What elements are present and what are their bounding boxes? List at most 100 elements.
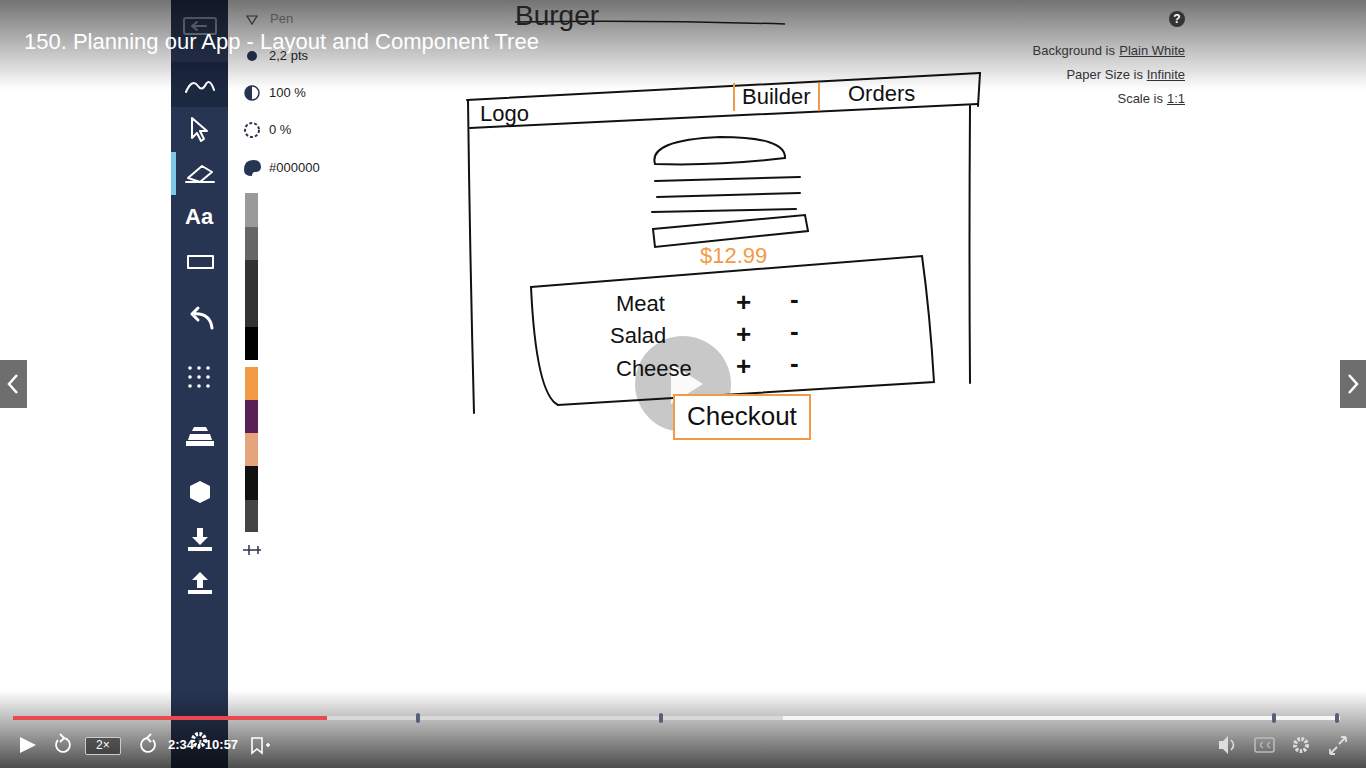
text-tool-icon: Aa: [185, 204, 213, 229]
burger-layer: [655, 177, 800, 181]
tool-indicator: [171, 152, 176, 195]
box-text: Logo: [480, 101, 529, 126]
settings-icon: [1295, 739, 1307, 751]
progress-track: [13, 716, 1340, 720]
smoothing-icon: [245, 123, 259, 137]
box-text: Checkout: [687, 402, 797, 432]
box-outline-path: [531, 256, 934, 405]
tool-name: Pen: [270, 12, 293, 27]
grid-dot: [188, 384, 192, 388]
setting-name: Scale is: [1117, 92, 1163, 107]
swatch: [245, 327, 258, 360]
grid-dot: [197, 384, 201, 388]
shape-icon: [188, 256, 213, 268]
stepper-symbol: -: [790, 285, 799, 315]
grid-dot: [197, 366, 201, 370]
palette-icon: [244, 160, 261, 176]
fullscreen-icon: [1330, 737, 1346, 754]
box-text: Salad: [610, 323, 666, 348]
setting-name: Background is: [1033, 44, 1115, 59]
volume-wave: [1231, 740, 1234, 750]
grid-icon: [186, 366, 214, 594]
stepper-symbol: -: [790, 317, 799, 347]
box-text: Orders: [848, 81, 916, 106]
play-icon: [20, 737, 36, 753]
setting-value: 1:1: [1167, 92, 1185, 107]
stepper-symbol: -: [790, 349, 799, 379]
rewind-icon: [56, 734, 70, 752]
progress-buffered: [327, 716, 783, 720]
swatch: [245, 433, 258, 466]
next-chevron: [1349, 375, 1357, 393]
progress-played: [13, 716, 327, 720]
tool-opacity: 100 %: [269, 86, 306, 101]
help-icon: ?: [1169, 11, 1185, 27]
forward-icon: [141, 734, 155, 752]
box-text: Cheese: [616, 356, 692, 381]
captions-glyph: [1261, 742, 1271, 748]
pin-icon: [243, 545, 261, 555]
frame-right: [969, 106, 972, 383]
undo-icon: [192, 308, 212, 328]
chapter-marker: [1335, 713, 1339, 723]
price-label: $12.99: [700, 243, 767, 268]
swatch: [245, 367, 258, 400]
swatch: [245, 400, 258, 433]
time-display: 2:34 / 10:57: [168, 738, 238, 753]
burger-drawing: [652, 137, 808, 247]
build-controls-box: Meat + - Salad + - Cheese + -: [528, 254, 938, 406]
box-text: Builder: [742, 84, 811, 109]
burger-layer: [652, 209, 796, 212]
tool-smoothing: 0 %: [269, 123, 291, 138]
grid-dot: [206, 366, 210, 370]
upload-icon: [188, 572, 212, 594]
grid-dot: [206, 375, 210, 379]
setting-value: Plain White: [1119, 44, 1185, 59]
speed-button: 2×: [85, 737, 121, 755]
select-icon: [192, 118, 207, 141]
stepper-symbol: +: [736, 320, 751, 350]
stepper-symbol: +: [736, 352, 751, 382]
swatch: [245, 500, 258, 532]
tool-color: #000000: [269, 161, 320, 176]
chapter-marker: [1272, 713, 1276, 723]
prev-button: [0, 360, 27, 408]
burger-bun-top: [654, 137, 785, 164]
box-text: Meat: [616, 291, 665, 316]
checkout-button: Checkout: [673, 394, 811, 440]
frame-left: [468, 100, 474, 413]
grid-dot: [197, 375, 201, 379]
header-band: Logo Builder Orders: [470, 80, 978, 131]
prev-chevron: [9, 375, 17, 393]
swatch: [245, 260, 258, 327]
download-icon: [188, 528, 212, 551]
box-outline: [528, 254, 938, 406]
swatch: [245, 466, 258, 500]
tool-sidebar: [171, 0, 228, 768]
color-swatches: [243, 193, 261, 555]
volume-icon: [1219, 736, 1228, 754]
grid-dot: [188, 366, 192, 370]
layers-icon: [186, 427, 214, 446]
eraser-icon: [186, 166, 214, 182]
nav-tab-active: Builder: [733, 83, 820, 111]
top-gradient: [0, 0, 1366, 90]
setting-name: Paper Size is: [1066, 68, 1143, 83]
grid-dot: [188, 375, 192, 379]
stepper-symbol: +: [736, 288, 751, 318]
cube-icon: [190, 481, 210, 503]
burger-layer: [657, 193, 800, 197]
captions-icon: [1255, 738, 1274, 752]
swatch: [245, 193, 258, 227]
chapter-marker: [416, 713, 420, 723]
chapter-marker: [659, 713, 663, 723]
header-bottom: [470, 104, 978, 128]
nav-tab: Orders: [842, 80, 922, 108]
bookmark-icon: [252, 738, 270, 753]
tool-size: 2,2 pts: [269, 49, 308, 64]
swatch: [245, 227, 258, 260]
